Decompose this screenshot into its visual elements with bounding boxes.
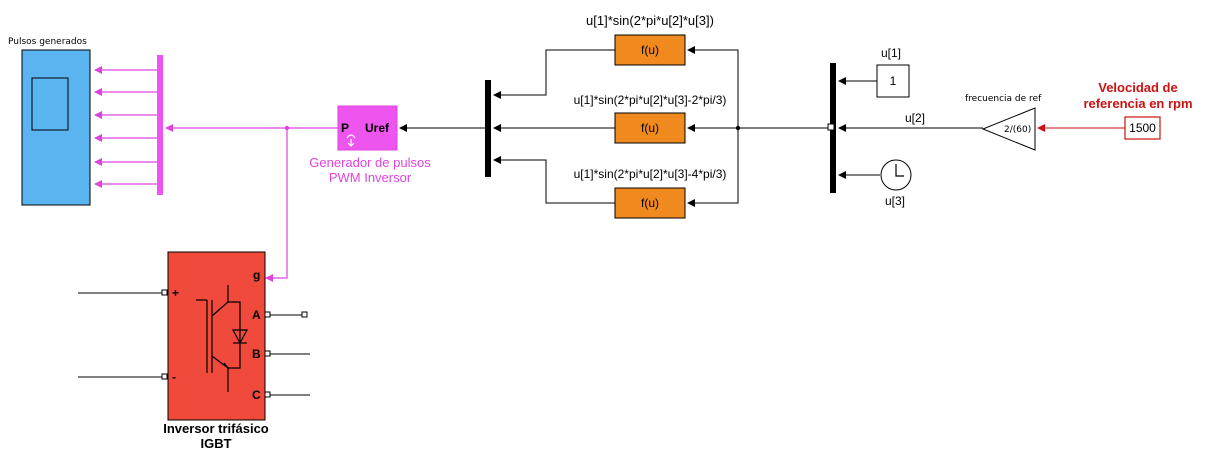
inverter-caption-line2: IGBT bbox=[200, 436, 232, 451]
inverter-port-b: B bbox=[252, 347, 261, 361]
mux-input-u1: u[1] bbox=[881, 46, 902, 60]
gain-title: frecuencia de ref bbox=[965, 94, 1042, 104]
inverter-port-g: g bbox=[253, 268, 261, 282]
pulses-demux-bar[interactable] bbox=[157, 55, 163, 195]
scope-title: Pulsos generados bbox=[8, 37, 87, 47]
inverter-caption-line1: Inversor trifásico bbox=[163, 421, 269, 436]
demux-to-scope-lines[interactable] bbox=[94, 66, 157, 188]
pwm-caption-line2: PWM Inversor bbox=[328, 170, 412, 185]
inverter-port-c: C bbox=[252, 388, 261, 402]
gain-value: 2/(60) bbox=[1004, 125, 1032, 135]
speed-caption-line1: Velocidad de bbox=[1098, 80, 1178, 95]
pwm-caption-line1: Generador de pulsos bbox=[309, 155, 431, 170]
inverter-port-minus: - bbox=[172, 370, 176, 384]
fcn-to-mux-lines[interactable] bbox=[493, 49, 615, 204]
constant-value: 1 bbox=[889, 74, 897, 88]
fcn-block-3[interactable] bbox=[614, 187, 686, 219]
phase-mux-bar[interactable] bbox=[485, 80, 491, 177]
mux-input-u2: u[2] bbox=[905, 111, 926, 125]
inverter-port-a: A bbox=[252, 308, 261, 322]
gain-block[interactable] bbox=[981, 107, 1036, 151]
fcn-expr-2: u[1]*sin(2*pi*u[2]*u[3]-2*pi/3) bbox=[573, 93, 727, 107]
pwm-output-signal[interactable] bbox=[165, 124, 338, 282]
igbt-icon bbox=[196, 285, 249, 392]
fcn-expr-1: u[1]*sin(2*pi*u[2]*u[3]) bbox=[586, 13, 714, 28]
speed-caption-line2: referencia en rpm bbox=[1083, 96, 1193, 111]
bus-branch-point bbox=[735, 125, 741, 131]
fcn-expr-3: u[1]*sin(2*pi*u[2]*u[3]-4*pi/3) bbox=[573, 167, 727, 181]
pwm-branch-point bbox=[284, 125, 290, 131]
speed-value: 1500 bbox=[1129, 121, 1156, 135]
mux-input-u3: u[3] bbox=[885, 194, 906, 208]
pwm-port-uref: Uref bbox=[365, 121, 390, 135]
mask-icon bbox=[346, 134, 356, 147]
inverter-port-plus: + bbox=[172, 286, 180, 300]
bus-to-fcn-lines[interactable] bbox=[687, 46, 833, 207]
scope-block[interactable] bbox=[21, 49, 91, 206]
inverter-port-terminals bbox=[161, 289, 308, 398]
pwm-port-p: P bbox=[341, 121, 350, 135]
inverter-port-lines[interactable] bbox=[78, 292, 310, 396]
input-mux-port bbox=[827, 123, 835, 131]
clock-icon bbox=[895, 164, 904, 177]
inverter-block[interactable] bbox=[167, 251, 266, 421]
pwm-generator-block[interactable] bbox=[337, 105, 398, 151]
clock-block[interactable] bbox=[880, 159, 912, 191]
fcn-block-1-label: f(u) bbox=[641, 43, 659, 57]
fcn-block-3-label: f(u) bbox=[641, 196, 659, 210]
fcn-block-2-label: f(u) bbox=[641, 121, 659, 135]
fcn-block-1[interactable] bbox=[614, 34, 686, 66]
fcn-block-2[interactable] bbox=[614, 112, 686, 144]
